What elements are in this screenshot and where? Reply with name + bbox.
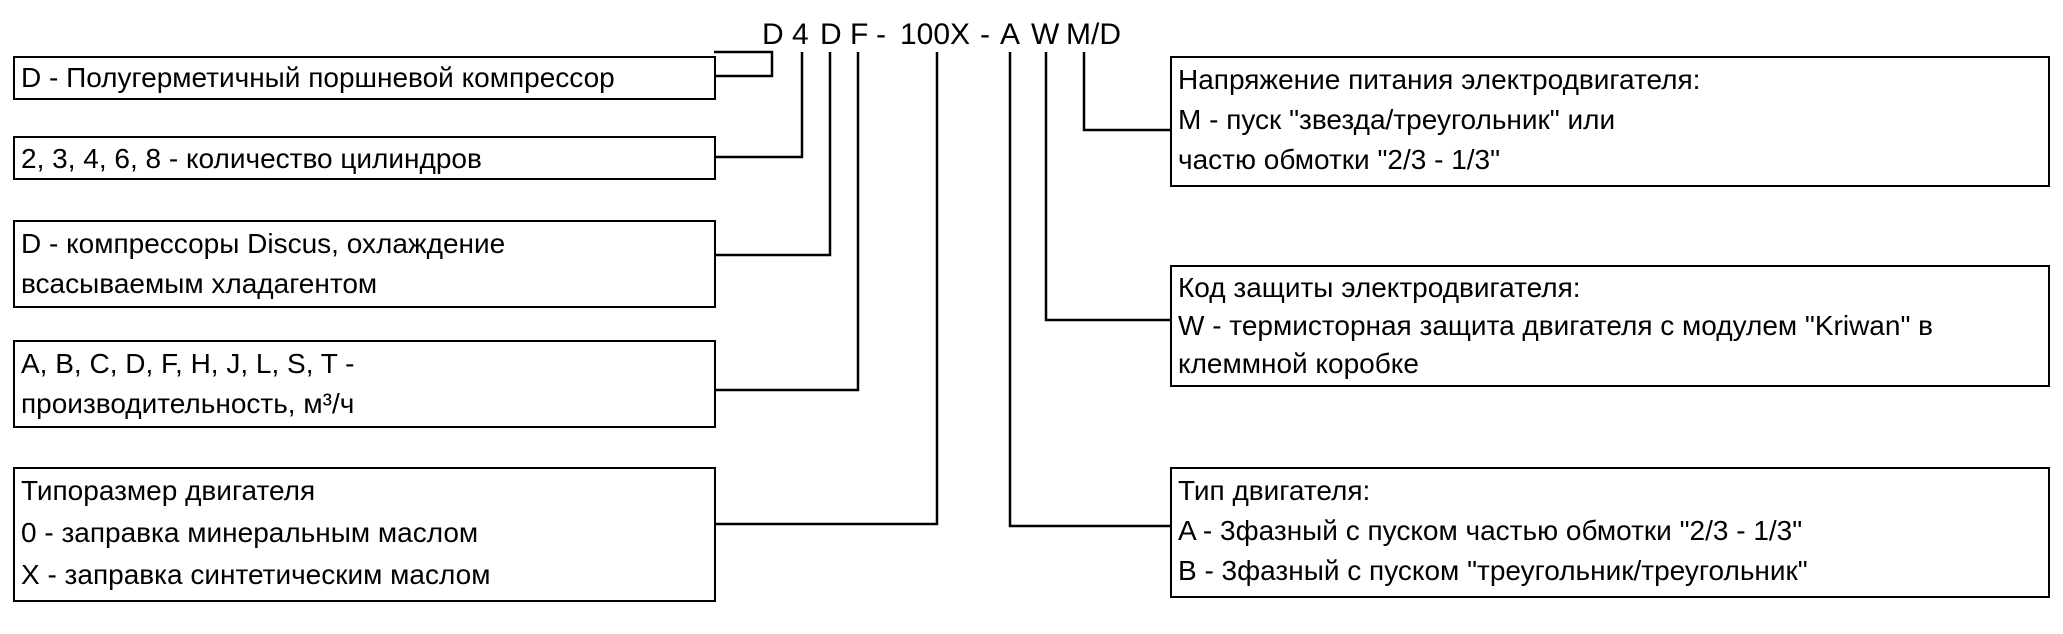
box-line: частю обмотки "2/3 - 1/3" bbox=[1178, 144, 1501, 175]
connector-protection bbox=[1044, 52, 1172, 322]
box-line: A - 3фазный с пуском частью обмотки "2/3… bbox=[1178, 515, 1803, 546]
box-line: M - пуск "звезда/треугольник" или bbox=[1178, 104, 1616, 135]
box-line: A, B, C, D, F, H, J, L, S, T - bbox=[21, 348, 355, 379]
box-line: 0 - заправка минеральным маслом bbox=[21, 517, 479, 548]
box-line: Тип двигателя: bbox=[1178, 475, 1371, 506]
box-line: X - заправка синтетическим маслом bbox=[21, 559, 491, 590]
box-line: D - Полугерметичный поршневой компрессор bbox=[21, 62, 615, 93]
connector-motor-type bbox=[1008, 52, 1172, 528]
connector-motor-size bbox=[715, 52, 939, 526]
code-dash-2: - bbox=[980, 18, 990, 51]
box-compressor-type: D - Полугерметичный поршневой компрессор bbox=[13, 56, 716, 100]
code-char-voltage: M/D bbox=[1066, 18, 1121, 51]
code-char-protection: W bbox=[1031, 18, 1060, 51]
box-protection: Код защиты электродвигателя: W - термист… bbox=[1170, 265, 2050, 387]
connector-compressor-type bbox=[714, 50, 774, 78]
code-char-compressor-type: D bbox=[762, 18, 784, 51]
code-char-cooling: D bbox=[820, 18, 842, 51]
box-line: 2, 3, 4, 6, 8 - количество цилиндров bbox=[21, 143, 482, 174]
box-cooling: D - компрессоры Discus, охлаждение всасы… bbox=[13, 220, 716, 308]
connector-displacement bbox=[715, 52, 860, 392]
box-line: Типоразмер двигателя bbox=[21, 475, 316, 506]
box-motor-size: Типоразмер двигателя 0 - заправка минера… bbox=[13, 467, 716, 602]
box-line: производительность, м³/ч bbox=[21, 388, 355, 419]
box-displacement: A, B, C, D, F, H, J, L, S, T - производи… bbox=[13, 340, 716, 428]
box-line: клеммной коробке bbox=[1178, 348, 1419, 379]
connector-voltage bbox=[1082, 52, 1172, 132]
box-line: Код защиты электродвигателя: bbox=[1178, 272, 1581, 303]
code-char-cylinders: 4 bbox=[792, 18, 809, 51]
connector-cylinders bbox=[715, 52, 804, 159]
code-char-motor-type: A bbox=[1000, 18, 1021, 51]
box-cylinders: 2, 3, 4, 6, 8 - количество цилиндров bbox=[13, 136, 716, 180]
box-motor-type: Тип двигателя: A - 3фазный с пуском част… bbox=[1170, 467, 2050, 598]
code-dash-1: - bbox=[876, 18, 886, 51]
box-line: W - термисторная защита двигателя с моду… bbox=[1178, 310, 1934, 341]
code-char-motor-size: 100X bbox=[900, 18, 971, 51]
box-line: B - 3фазный с пуском "треугольник/треуго… bbox=[1178, 555, 1808, 586]
code-char-displacement: F bbox=[850, 18, 869, 51]
connector-cooling bbox=[715, 52, 832, 257]
box-line: всасываемым хладагентом bbox=[21, 268, 378, 299]
box-line: D - компрессоры Discus, охлаждение bbox=[21, 228, 506, 259]
box-voltage: Напряжение питания электродвигателя: M -… bbox=[1170, 56, 2050, 187]
box-line: Напряжение питания электродвигателя: bbox=[1178, 64, 1701, 95]
